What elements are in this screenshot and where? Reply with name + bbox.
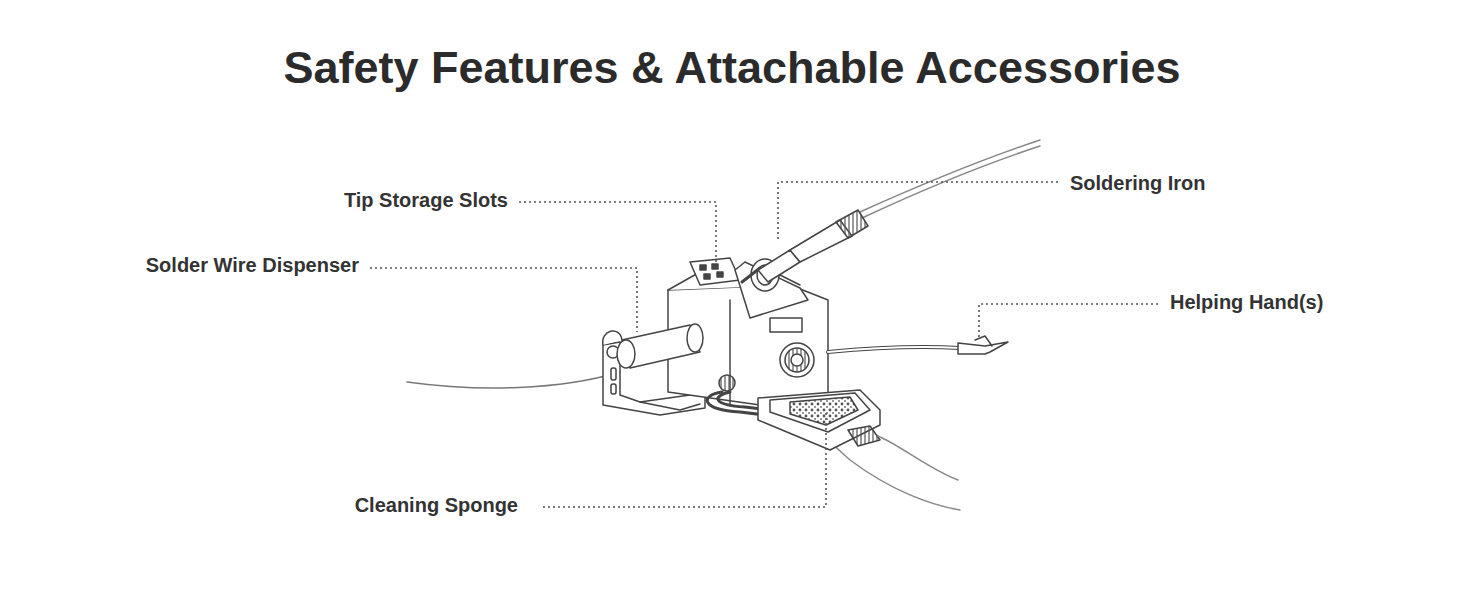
part-label: Solder Wire Dispenser <box>144 253 361 277</box>
part-label: Tip Storage Slots <box>342 188 510 212</box>
leader-line <box>979 304 1158 338</box>
leader-line <box>519 202 716 262</box>
leader-line <box>370 268 637 332</box>
part-label: Soldering Iron <box>1068 171 1208 195</box>
leader-line <box>778 182 1058 240</box>
leader-line <box>543 412 826 507</box>
part-label: Helping Hand(s) <box>1168 290 1325 314</box>
diagram-title: Safety Features & Attachable Accessories <box>0 42 1464 94</box>
part-label: Cleaning Sponge <box>353 493 520 517</box>
